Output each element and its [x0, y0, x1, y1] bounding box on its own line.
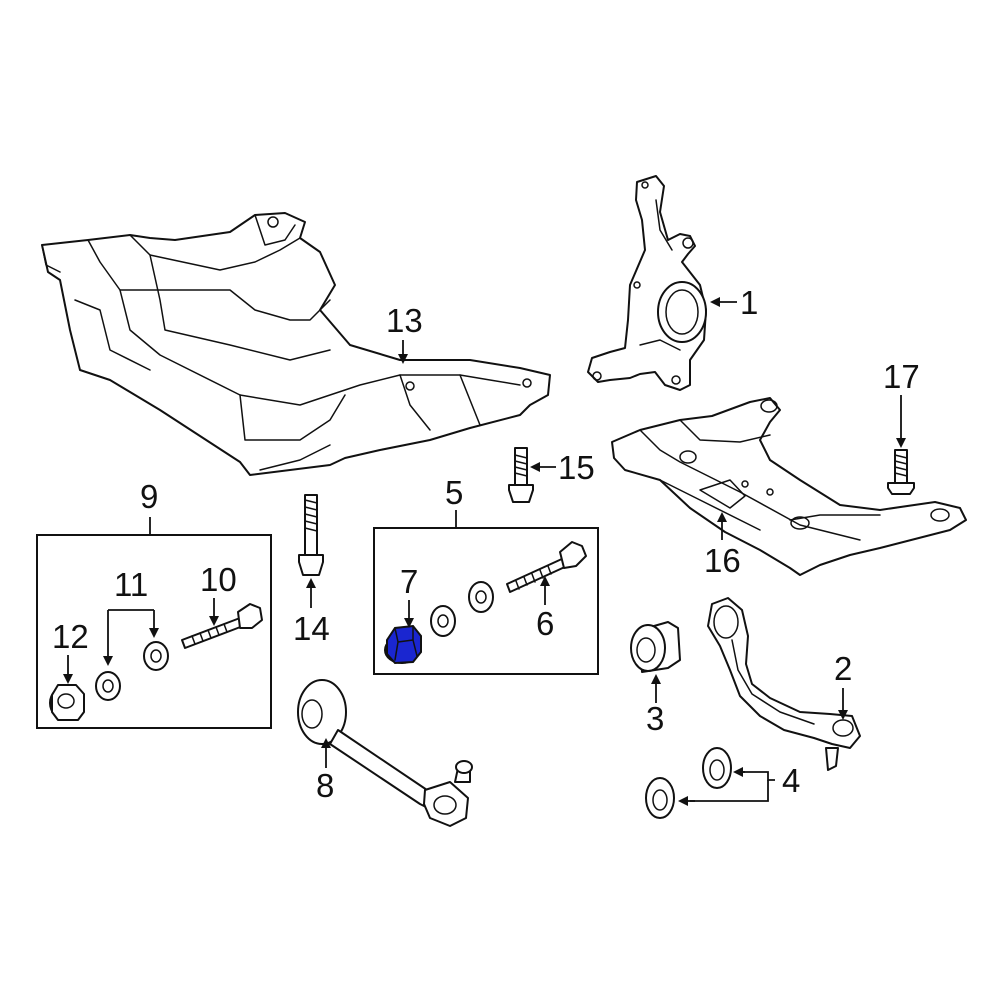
- bolt-14-part[interactable]: [298, 494, 324, 576]
- callout-16[interactable]: 16: [704, 542, 741, 579]
- bolt-6-part[interactable]: [506, 541, 587, 593]
- bolt-17-part[interactable]: [887, 449, 915, 495]
- callout-1[interactable]: 1: [740, 284, 758, 321]
- washer-11a-part[interactable]: [95, 671, 121, 701]
- bolt-15-part[interactable]: [508, 447, 534, 503]
- nut-12-part[interactable]: [49, 684, 85, 721]
- callout-14[interactable]: 14: [293, 610, 330, 647]
- callout-13[interactable]: 13: [386, 302, 423, 339]
- callout-4[interactable]: 4: [782, 762, 800, 799]
- kit-5-box: [373, 527, 599, 675]
- nut-7-part[interactable]: [384, 624, 422, 665]
- subframe-part[interactable]: [41, 212, 551, 476]
- callout-11[interactable]: 11: [114, 566, 148, 603]
- mount-4b-part[interactable]: [645, 777, 675, 819]
- callout-8[interactable]: 8: [316, 767, 334, 804]
- callout-17[interactable]: 17: [883, 358, 920, 395]
- steering-knuckle-part[interactable]: [587, 175, 707, 391]
- mount-4a-part[interactable]: [702, 747, 732, 789]
- callout-3[interactable]: 3: [646, 700, 664, 737]
- bushing-3-part[interactable]: [630, 621, 681, 673]
- control-arm-2-part[interactable]: [707, 597, 861, 771]
- kit-9-box: [36, 534, 272, 729]
- bolt-10-part[interactable]: [181, 603, 263, 649]
- callout-7[interactable]: 7: [400, 563, 418, 600]
- washer-11b-part[interactable]: [143, 641, 169, 671]
- link-8-part[interactable]: [297, 679, 473, 827]
- washer-5a-part[interactable]: [430, 605, 456, 637]
- callout-12[interactable]: 12: [52, 618, 89, 655]
- callout-9[interactable]: 9: [140, 478, 158, 515]
- callout-6[interactable]: 6: [536, 605, 554, 642]
- crossmember-part[interactable]: [611, 397, 967, 576]
- washer-5b-part[interactable]: [468, 581, 494, 613]
- callout-10[interactable]: 10: [200, 561, 237, 598]
- callout-15[interactable]: 15: [558, 449, 595, 486]
- callout-5[interactable]: 5: [445, 474, 463, 511]
- callout-2[interactable]: 2: [834, 650, 852, 687]
